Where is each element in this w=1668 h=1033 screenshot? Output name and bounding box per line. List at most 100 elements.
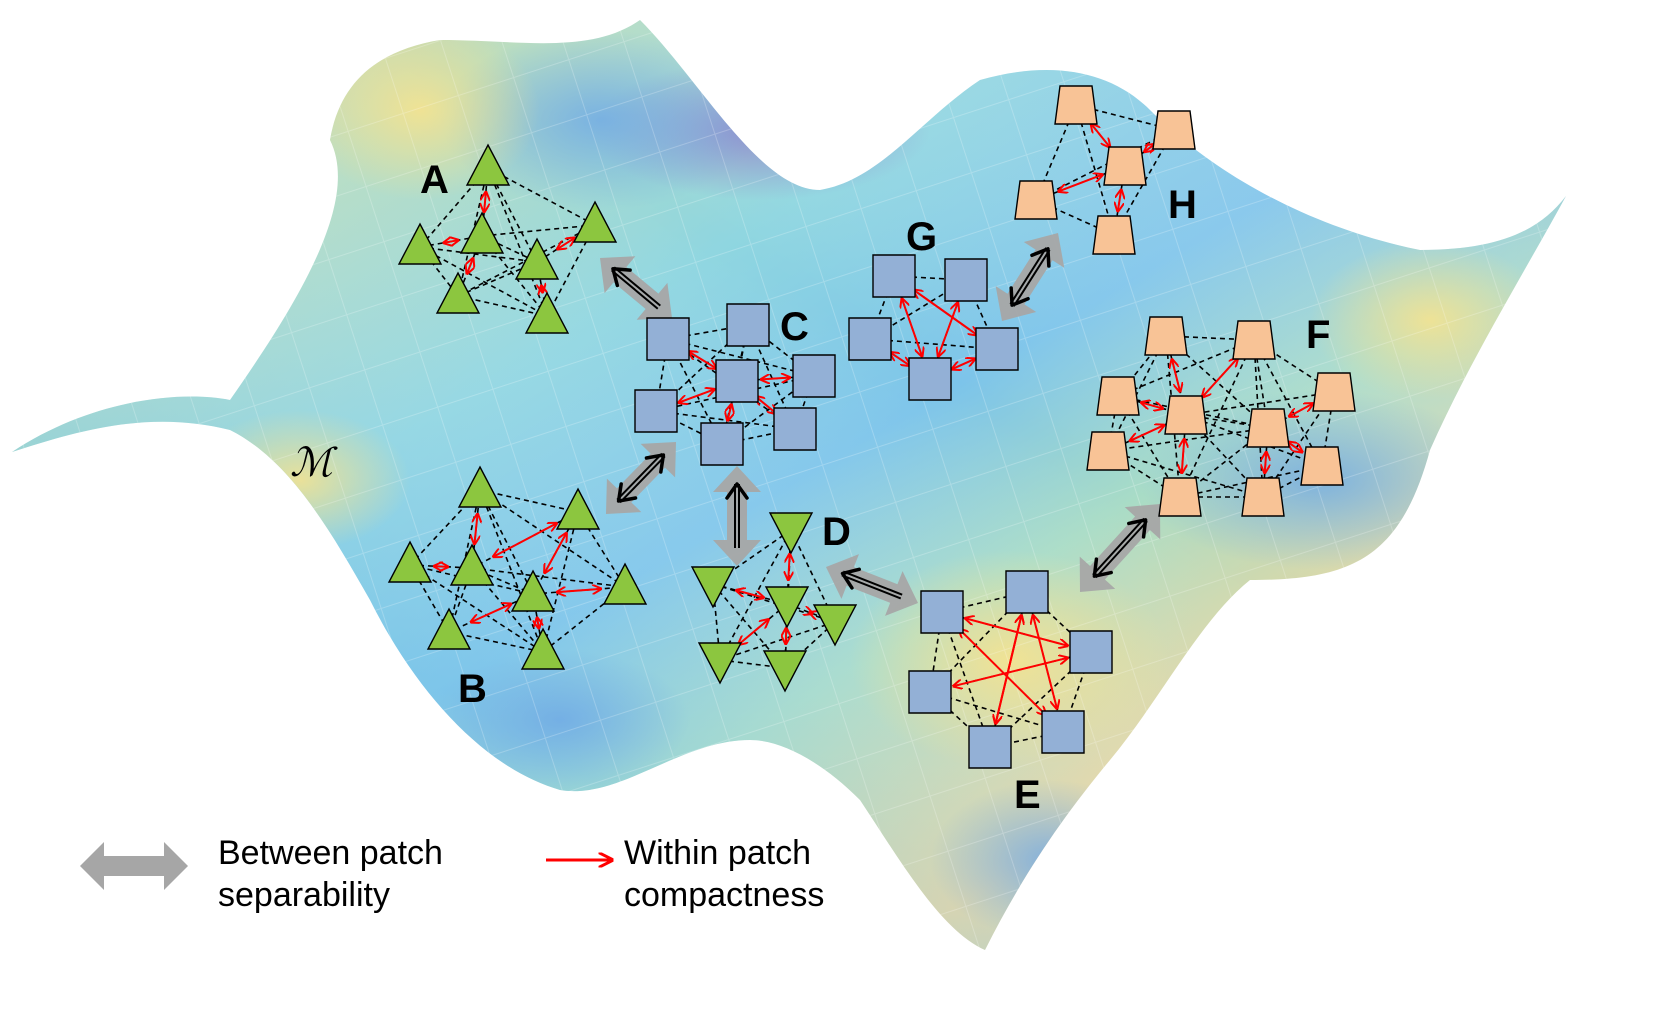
patch-label-b: B (458, 667, 487, 711)
patch-node-triangle-up (465, 143, 511, 186)
between-arrow-g-h (995, 233, 1065, 321)
between-arrow-a-c (600, 256, 672, 320)
patch-nodes (1086, 316, 1356, 517)
within-arrow (484, 192, 486, 212)
within-arrow (1130, 425, 1164, 441)
within-arrow (788, 554, 789, 580)
patch-nodes (634, 303, 836, 466)
patch-node-square (1041, 710, 1085, 754)
patch-d (690, 512, 858, 693)
patch-node-trapezoid (1086, 431, 1130, 471)
patch-node-triangle-up (602, 562, 648, 605)
patch-edge (479, 489, 626, 588)
patch-a (397, 143, 618, 334)
within-arrow (890, 352, 910, 365)
within-arrow (761, 378, 790, 380)
within-arrow (959, 629, 1046, 715)
within-patch-arrows (679, 351, 791, 420)
within-arrow (471, 604, 511, 622)
patch-node-triangle-up (572, 200, 618, 243)
within-arrow (1289, 403, 1313, 416)
patch-node-triangle-up (520, 627, 566, 670)
patch-node-trapezoid (1241, 477, 1285, 517)
patch-node-square (700, 422, 744, 466)
patch-node-square (1069, 630, 1113, 674)
patch-edge (719, 621, 836, 661)
patch-node-square (646, 317, 690, 361)
patches (387, 85, 1356, 769)
within-arrow (493, 523, 557, 557)
patch-nodes (1014, 85, 1196, 255)
within-arrow (1118, 190, 1121, 212)
patch-label-c: C (780, 305, 809, 349)
within-arrow (1141, 402, 1163, 408)
patch-edge (1185, 391, 1335, 416)
within-arrow (1265, 452, 1267, 473)
gray-double-arrow (600, 256, 672, 320)
legend-between: Between patch separability (80, 834, 443, 914)
within-arrow (434, 566, 448, 567)
gray-double-arrow (713, 466, 761, 566)
patch-edge (419, 246, 548, 317)
patch-node-triangle-up (387, 540, 433, 583)
patch-node-trapezoid (1096, 376, 1140, 416)
gray-double-arrow (826, 554, 918, 616)
patch-node-square (715, 359, 759, 403)
patch-h (1014, 85, 1196, 255)
legend: Between patch separability Within patch … (80, 834, 824, 914)
patch-f (1086, 316, 1356, 517)
patch-node-trapezoid (1014, 180, 1058, 220)
patch-node-trapezoid (1312, 372, 1356, 412)
patch-labels: A B C D E F G H (420, 158, 1330, 817)
between-arrow-d-e (826, 554, 918, 616)
black-direction-arrow (1009, 247, 1051, 307)
patch-nodes (848, 254, 1019, 401)
black-direction-arrow (725, 482, 749, 548)
black-direction-arrow (611, 266, 661, 310)
patch-node-triangle-up (457, 465, 503, 508)
patch-node-triangle-down (764, 586, 810, 629)
patch-node-trapezoid (1232, 320, 1276, 360)
legend-gray-double-arrow (80, 842, 188, 890)
black-direction-arrow (616, 452, 666, 504)
patch-node-square (920, 590, 964, 634)
patch-edge (409, 489, 481, 566)
patch-node-trapezoid (1092, 215, 1136, 255)
within-arrow (728, 404, 732, 420)
patch-c (634, 303, 836, 466)
patch-node-triangle-down (768, 512, 814, 555)
within-arrow (786, 628, 787, 644)
patch-node-trapezoid (1144, 316, 1188, 356)
patch-node-trapezoid (1300, 446, 1344, 486)
within-arrow (755, 396, 776, 413)
patch-edge (941, 611, 991, 748)
patch-label-e: E (1014, 773, 1041, 817)
within-arrow (809, 612, 812, 613)
patch-node-triangle-up (510, 569, 556, 612)
within-arrow (541, 286, 542, 293)
legend-between-line1: Between patch (218, 834, 443, 872)
patch-label-a: A (420, 158, 449, 202)
within-arrow (557, 238, 575, 249)
within-patch-arrows (736, 554, 812, 645)
patch-node-square (792, 354, 836, 398)
legend-within: Within patch compactness (546, 834, 824, 914)
patch-node-triangle-down (697, 642, 743, 685)
patch-node-triangle-down (762, 650, 808, 693)
within-arrow (1182, 439, 1184, 473)
within-arrow (537, 618, 539, 629)
patch-node-square (848, 317, 892, 361)
within-arrow (1091, 124, 1110, 148)
within-arrow (736, 590, 764, 597)
patch-node-trapezoid (1152, 110, 1196, 150)
patch-node-triangle-down (690, 566, 736, 609)
between-patch-arrows (600, 233, 1161, 616)
within-patch-arrows (953, 615, 1068, 723)
patch-edge (1117, 339, 1255, 397)
patch-edge (481, 224, 596, 237)
patch-edge (457, 224, 596, 297)
within-arrow (1058, 175, 1102, 192)
patch-edge (546, 224, 596, 317)
patch-node-square (773, 407, 817, 451)
